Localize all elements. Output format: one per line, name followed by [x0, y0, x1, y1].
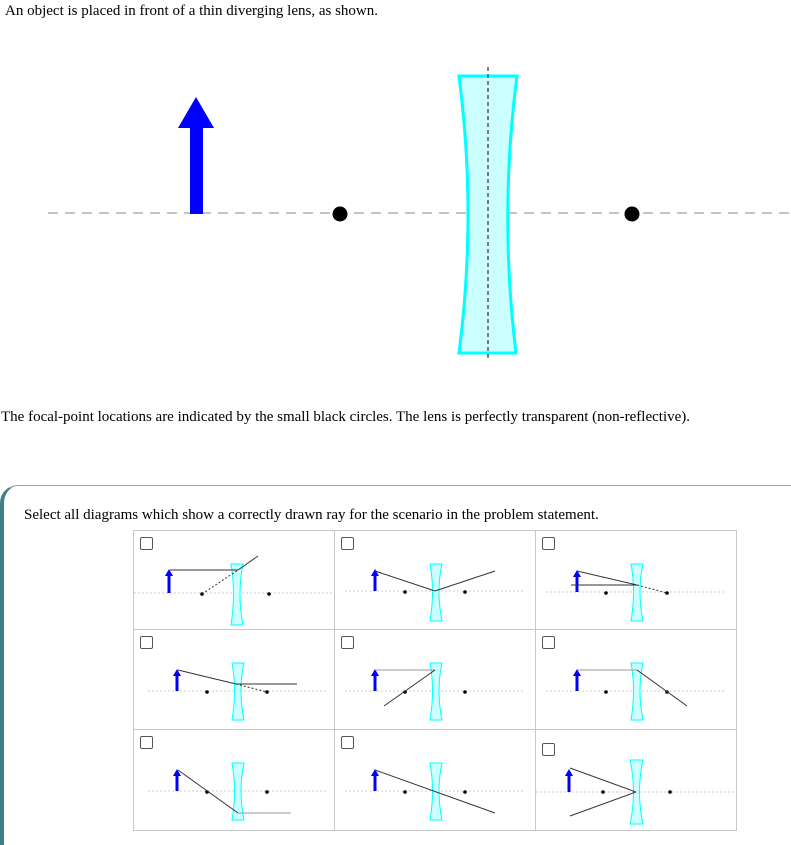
ray-diagram-2	[345, 563, 525, 622]
option-3[interactable]	[536, 531, 736, 630]
ray-diagram-6	[546, 662, 726, 721]
options-grid	[133, 530, 737, 831]
option-9[interactable]	[536, 730, 736, 830]
option-6-checkbox[interactable]	[542, 636, 555, 649]
focal-point-near	[332, 206, 348, 222]
option-7[interactable]	[134, 730, 335, 830]
option-3-checkbox[interactable]	[542, 537, 555, 550]
question-panel	[0, 485, 791, 845]
ray-diagram-1	[134, 555, 334, 626]
ray-diagram-7	[148, 762, 326, 821]
option-2[interactable]	[335, 531, 536, 630]
ray-diagram-9	[536, 759, 736, 825]
question-prompt: Select all diagrams which show a correct…	[24, 507, 599, 523]
option-4[interactable]	[134, 630, 335, 730]
object-arrow-icon	[178, 97, 214, 214]
option-5-checkbox[interactable]	[341, 636, 354, 649]
option-8-checkbox[interactable]	[341, 736, 354, 749]
option-6[interactable]	[536, 630, 736, 730]
ray-diagram-5	[345, 662, 525, 721]
diverging-lens-icon	[457, 67, 519, 360]
ray-diagram-3	[546, 563, 726, 622]
ray-diagram-8	[345, 762, 525, 821]
option-7-checkbox[interactable]	[140, 736, 153, 749]
option-1[interactable]	[134, 531, 335, 630]
focal-point-far	[624, 206, 640, 222]
option-4-checkbox[interactable]	[140, 636, 153, 649]
option-8[interactable]	[335, 730, 536, 830]
option-9-checkbox[interactable]	[542, 743, 555, 756]
problem-intro: An object is placed in front of a thin d…	[5, 3, 378, 19]
focal-point-note: The focal-point locations are indicated …	[1, 409, 691, 425]
ray-diagram-4	[148, 662, 326, 721]
option-1-checkbox[interactable]	[140, 537, 153, 550]
main-lens-diagram	[48, 67, 791, 360]
option-2-checkbox[interactable]	[341, 537, 354, 550]
option-5[interactable]	[335, 630, 536, 730]
